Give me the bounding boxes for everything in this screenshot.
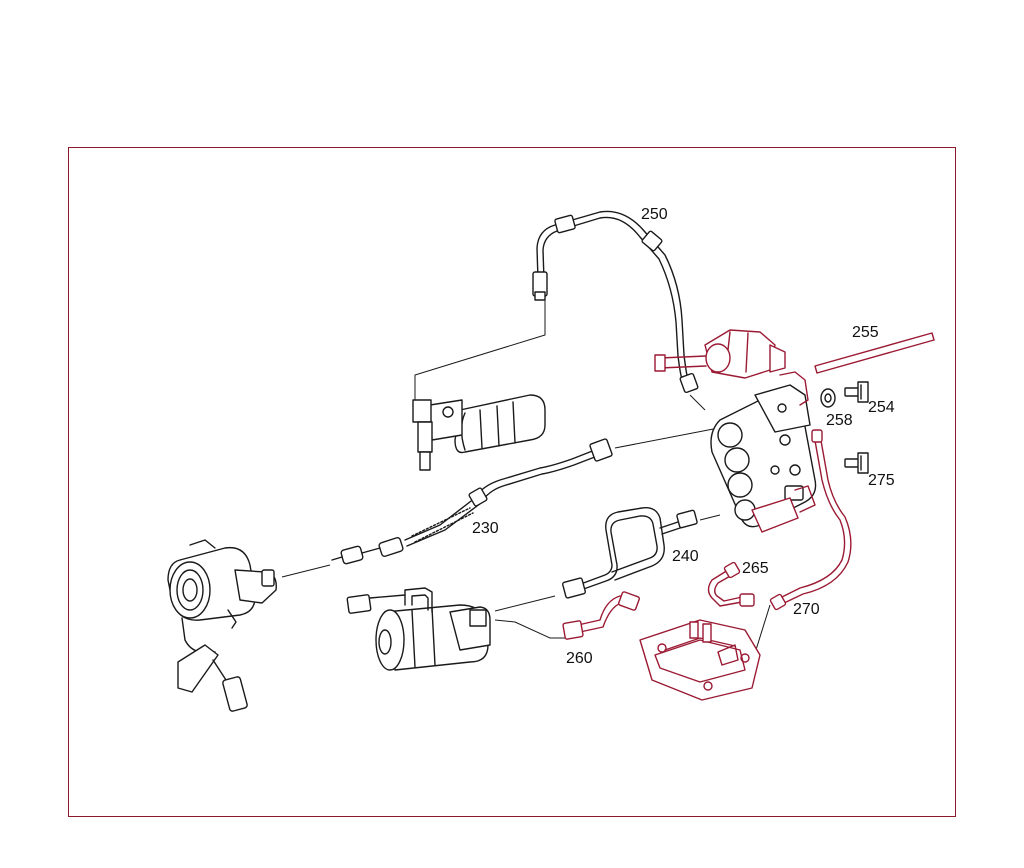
hose-265[interactable] — [707, 561, 755, 607]
slave-cylinder[interactable] — [167, 539, 277, 712]
diagram-frame — [68, 147, 956, 817]
label-230: 230 — [472, 520, 499, 537]
valve-body[interactable] — [710, 384, 817, 528]
part-labels: 250 255 254 258 275 230 240 265 270 260 — [472, 206, 895, 667]
pump-motor[interactable] — [346, 587, 491, 671]
part-254-bolt[interactable] — [844, 381, 869, 403]
master-cylinder[interactable] — [412, 394, 546, 471]
valve-housing-red[interactable] — [751, 371, 816, 533]
label-258: 258 — [826, 412, 853, 429]
pipe-250[interactable] — [532, 210, 699, 394]
label-265: 265 — [742, 560, 769, 577]
pipe-230[interactable] — [331, 438, 613, 565]
part-255-rod[interactable] — [814, 332, 935, 374]
label-260: 260 — [566, 650, 593, 667]
label-270: 270 — [793, 601, 820, 618]
reservoir-cover[interactable] — [639, 619, 761, 701]
label-255: 255 — [852, 324, 879, 341]
label-240: 240 — [672, 548, 699, 565]
label-254: 254 — [868, 399, 895, 416]
valve-solenoid[interactable] — [654, 329, 786, 379]
part-275-bolt[interactable] — [844, 452, 869, 474]
hose-260[interactable] — [562, 591, 640, 640]
pipe-240[interactable] — [562, 507, 698, 599]
hose-270[interactable] — [769, 429, 852, 611]
label-275: 275 — [868, 472, 895, 489]
part-258-washer[interactable] — [820, 388, 836, 408]
label-250: 250 — [641, 206, 668, 223]
